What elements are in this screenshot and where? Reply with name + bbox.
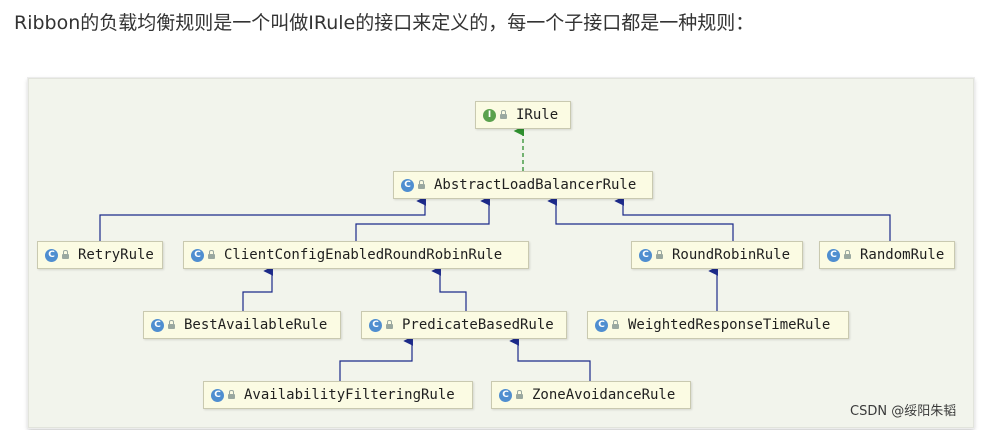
csdn-watermark: CSDN @绥阳朱韬 (850, 404, 957, 419)
lock-icon (62, 250, 69, 259)
relation-zone-extends-predicate (509, 336, 591, 381)
page-heading: Ribbon的负载均衡规则是一个叫做IRule的接口来定义的，每一个子接口都是一… (14, 12, 755, 34)
node-label: AbstractLoadBalancerRule (434, 177, 637, 193)
node-irule[interactable]: I IRule (475, 101, 571, 129)
node-label: RetryRule (78, 247, 154, 263)
relation-bestavailable-extends-clientconfig (242, 266, 273, 311)
node-availability-filtering-rule[interactable]: C AvailabilityFilteringRule (203, 381, 473, 409)
node-label: IRule (516, 107, 559, 123)
node-best-available-rule[interactable]: C BestAvailableRule (143, 311, 341, 339)
lock-icon (612, 320, 619, 329)
class-badge-icon: C (827, 248, 840, 262)
node-round-robin-rule[interactable]: C RoundRobinRule (631, 241, 803, 269)
class-badge-icon: C (191, 248, 204, 262)
node-predicate-based-rule[interactable]: C PredicateBasedRule (361, 311, 567, 339)
class-badge-icon: C (369, 318, 382, 332)
class-hierarchy-diagram: I IRule C AbstractLoadBalancerRule C Ret… (28, 78, 974, 428)
node-label: BestAvailableRule (184, 317, 328, 333)
node-label: ClientConfigEnabledRoundRobinRule (224, 247, 503, 263)
node-label: WeightedResponseTimeRule (628, 317, 831, 333)
relation-lines (99, 125, 891, 381)
lock-icon (386, 320, 393, 329)
relation-availability-extends-predicate (339, 336, 413, 381)
relation-retry-extends-abstract (99, 196, 426, 241)
relation-random-extends-abstract (614, 196, 891, 241)
relation-predicate-extends-clientconfig (431, 266, 467, 311)
lock-icon (844, 250, 851, 259)
lock-icon (168, 320, 175, 329)
lock-icon (418, 180, 425, 189)
node-weighted-response-time-rule[interactable]: C WeightedResponseTimeRule (587, 311, 849, 339)
class-badge-icon: C (595, 318, 608, 332)
node-label: RandomRule (860, 247, 945, 263)
class-badge-icon: C (499, 388, 512, 402)
relation-roundrobin-extends-abstract (547, 196, 734, 241)
node-label: ZoneAvoidanceRule (532, 387, 676, 403)
node-client-config-enabled-round-robin-rule[interactable]: C ClientConfigEnabledRoundRobinRule (183, 241, 529, 269)
lock-icon (228, 390, 235, 399)
relation-clientconfig-extends-abstract (355, 196, 490, 241)
lock-icon (208, 250, 215, 259)
node-label: AvailabilityFilteringRule (244, 387, 455, 403)
class-badge-icon: C (401, 178, 414, 192)
node-random-rule[interactable]: C RandomRule (819, 241, 955, 269)
class-badge-icon: C (211, 388, 224, 402)
node-retry-rule[interactable]: C RetryRule (37, 241, 163, 269)
class-badge-icon: C (639, 248, 652, 262)
lock-icon (656, 250, 663, 259)
node-zone-avoidance-rule[interactable]: C ZoneAvoidanceRule (491, 381, 691, 409)
node-label: RoundRobinRule (672, 247, 791, 263)
class-badge-icon: C (151, 318, 164, 332)
class-badge-icon: C (45, 248, 58, 262)
lock-icon (500, 110, 507, 119)
node-abstract-load-balancer-rule[interactable]: C AbstractLoadBalancerRule (393, 171, 653, 199)
node-label: PredicateBasedRule (402, 317, 554, 333)
interface-badge-icon: I (483, 108, 496, 122)
lock-icon (516, 390, 523, 399)
